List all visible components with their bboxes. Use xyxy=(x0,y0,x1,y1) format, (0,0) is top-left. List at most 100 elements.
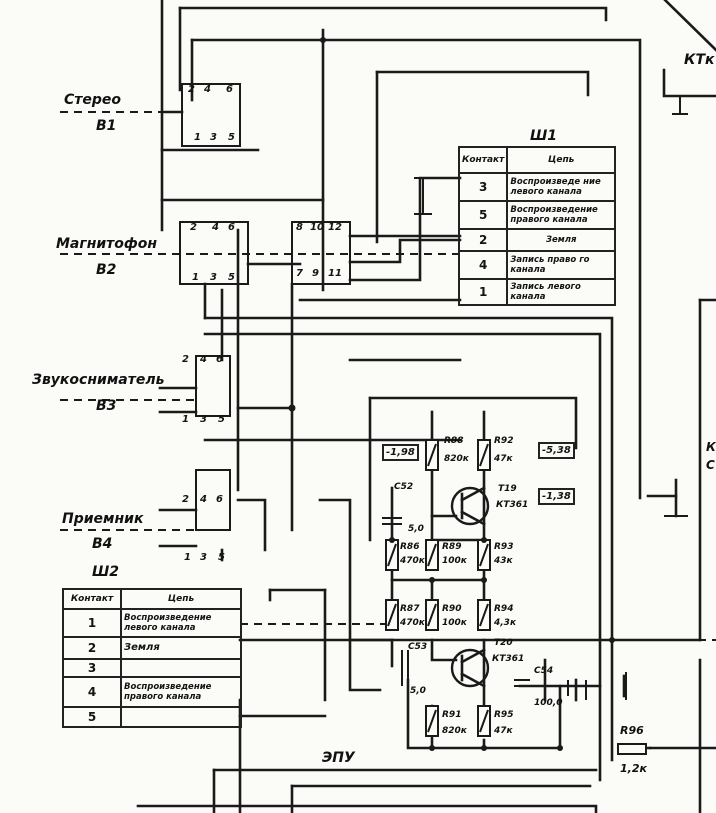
r89-value: 100к xyxy=(442,556,467,566)
b1-pin-5: 5 xyxy=(228,132,235,143)
c53-value: 5,0 xyxy=(410,686,426,696)
sh1-contact-cell: 5 xyxy=(457,200,509,230)
b2-pin-7: 7 xyxy=(296,268,303,279)
input-stereo-label: Стерео xyxy=(64,92,122,108)
sh1-circuit-cell: Воспроизведение правого канала xyxy=(506,200,616,230)
r92-ref: R92 xyxy=(494,436,514,446)
connector-sh1-table: Контакт Цепь 3 Воспроизведе ние левого к… xyxy=(457,146,616,306)
b3-pin-6: 6 xyxy=(216,354,223,365)
r88-value: 820к xyxy=(444,454,469,464)
b3-pin-5: 5 xyxy=(218,414,225,425)
sh2-circuit-cell: Воспроизведение правого канала xyxy=(120,676,242,708)
input-tape-label: Магнитофон xyxy=(56,236,158,252)
r87-ref: R87 xyxy=(400,604,420,614)
sh1-circuit-cell: Воспроизведе ние левого канала xyxy=(506,172,616,202)
r93-value: 43к xyxy=(494,556,513,566)
b4-pin-4: 4 xyxy=(200,494,207,505)
ktk-label: КТк xyxy=(684,52,715,68)
voltage-label-2: -5,38 xyxy=(538,442,575,459)
b2-pin-5: 5 xyxy=(228,272,235,283)
t19-ref: T19 xyxy=(498,484,517,494)
r88-ref: R88 xyxy=(444,436,464,446)
sh1-contact-cell: 4 xyxy=(457,250,509,280)
connector-sh2-title: Ш2 xyxy=(92,564,120,580)
b1-pin-1: 1 xyxy=(194,132,201,143)
b3-pin-4: 4 xyxy=(200,354,207,365)
t19-type: КТ361 xyxy=(496,500,529,510)
r87-value: 470к xyxy=(400,618,425,628)
b1-pin-3: 3 xyxy=(210,132,217,143)
b2-pin-10: 10 xyxy=(310,222,324,233)
sh2-contact-cell: 4 xyxy=(62,676,122,708)
r91-value: 820к xyxy=(442,726,467,736)
sh2-contact-cell: 2 xyxy=(62,636,122,660)
sh2-circuit-cell xyxy=(120,706,242,728)
input-pickup-ref: B3 xyxy=(96,398,117,414)
b2-pin-1: 1 xyxy=(192,272,199,283)
connector-sh2-table: Контакт Цепь 1 Воспроизведение левого ка… xyxy=(62,588,242,728)
b4-pin-6: 6 xyxy=(216,494,223,505)
sh2-contact-cell: 1 xyxy=(62,608,122,638)
b2-pin-8: 8 xyxy=(296,222,303,233)
sh1-header-circuit: Цепь xyxy=(506,146,616,174)
c52-ref: C52 xyxy=(394,482,414,492)
b1-pin-2: 2 xyxy=(188,84,195,95)
sh2-header-circuit: Цепь xyxy=(120,588,242,610)
b4-pin-5: 5 xyxy=(218,552,225,563)
r94-ref: R94 xyxy=(494,604,514,614)
r91-ref: R91 xyxy=(442,710,462,720)
input-receiver-ref: B4 xyxy=(92,536,113,552)
sh2-contact-cell: 5 xyxy=(62,706,122,728)
sh1-circuit-cell: Запись левого канала xyxy=(506,278,616,306)
r89-ref: R89 xyxy=(442,542,462,552)
c52-value: 5,0 xyxy=(408,524,424,534)
sh2-circuit-cell: Земля xyxy=(120,636,242,660)
sh1-circuit-cell: Запись право го канала xyxy=(506,250,616,280)
r95-ref: R95 xyxy=(494,710,514,720)
r95-value: 47к xyxy=(494,726,513,736)
b4-pin-3: 3 xyxy=(200,552,207,563)
r90-ref: R90 xyxy=(442,604,462,614)
epu-label: ЭПУ xyxy=(322,750,355,766)
b2-pin-9: 9 xyxy=(312,268,319,279)
edge-label-k: К xyxy=(706,440,716,454)
b4-pin-1: 1 xyxy=(184,552,191,563)
sh1-contact-cell: 2 xyxy=(457,228,509,252)
sh1-contact-cell: 3 xyxy=(457,172,509,202)
t20-type: КТ361 xyxy=(492,654,525,664)
sh2-circuit-cell: Воспроизведение левого канала xyxy=(120,608,242,638)
r96-ref: R96 xyxy=(620,724,644,737)
b3-pin-2: 2 xyxy=(182,354,189,365)
b3-pin-1: 1 xyxy=(182,414,189,425)
r90-value: 100к xyxy=(442,618,467,628)
sh1-contact-cell: 1 xyxy=(457,278,509,306)
b2-pin-12: 12 xyxy=(328,222,342,233)
r92-value: 47к xyxy=(494,454,513,464)
b3-pin-3: 3 xyxy=(200,414,207,425)
voltage-label-1: -1,98 xyxy=(382,444,419,461)
t20-ref: T20 xyxy=(494,638,513,648)
input-stereo-ref: B1 xyxy=(96,118,117,134)
r96-value: 1,2к xyxy=(620,762,647,775)
sh2-contact-cell: 3 xyxy=(62,658,122,678)
b2-pin-6: 6 xyxy=(228,222,235,233)
sh2-circuit-cell xyxy=(120,658,242,678)
b4-pin-2: 2 xyxy=(182,494,189,505)
connector-sh1-title: Ш1 xyxy=(530,128,558,144)
b1-pin-4: 4 xyxy=(204,84,211,95)
r86-value: 470к xyxy=(400,556,425,566)
b2-pin-3: 3 xyxy=(210,272,217,283)
sh1-circuit-cell: Земля xyxy=(506,228,616,252)
sh2-header-contact: Контакт xyxy=(62,588,122,610)
r86-ref: R86 xyxy=(400,542,420,552)
b2-pin-4: 4 xyxy=(212,222,219,233)
r93-ref: R93 xyxy=(494,542,514,552)
b2-pin-11: 11 xyxy=(328,268,342,279)
edge-label-c: С xyxy=(706,458,715,472)
c54-value: 100,0 xyxy=(534,698,563,708)
b1-pin-6: 6 xyxy=(226,84,233,95)
input-receiver-label: Приемник xyxy=(62,511,144,527)
input-pickup-label: Звукосниматель xyxy=(32,372,165,388)
input-tape-ref: B2 xyxy=(96,262,117,278)
